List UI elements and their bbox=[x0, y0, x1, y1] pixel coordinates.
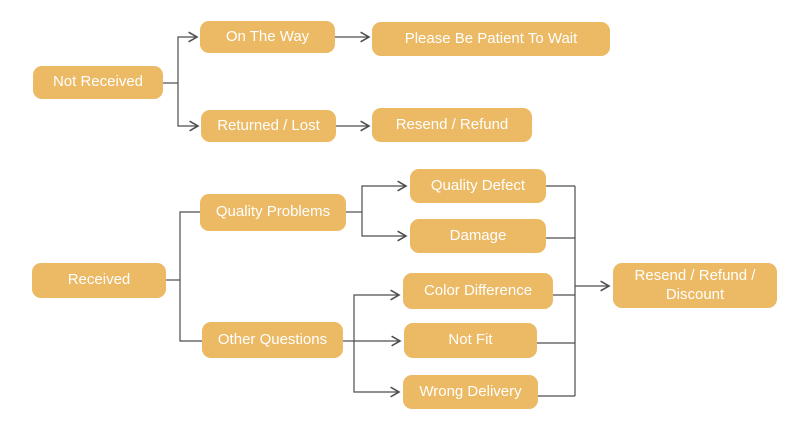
node-quality-problems: Quality Problems bbox=[200, 194, 346, 231]
node-quality-defect: Quality Defect bbox=[410, 169, 546, 203]
connector-received-to-other-questions bbox=[179, 280, 202, 342]
node-label: Damage bbox=[449, 226, 507, 244]
node-received: Received bbox=[32, 263, 166, 298]
node-resend-refund-discount: Resend / Refund / Discount bbox=[613, 263, 777, 308]
node-label: Quality Defect bbox=[430, 176, 526, 194]
node-resend-refund: Resend / Refund bbox=[372, 108, 532, 142]
node-other-questions: Other Questions bbox=[202, 322, 343, 358]
node-label: Not Fit bbox=[448, 331, 493, 349]
node-label: On The Way bbox=[225, 27, 310, 45]
node-label: Returned / Lost bbox=[217, 116, 320, 134]
node-on-the-way: On The Way bbox=[200, 21, 335, 53]
node-not-received: Not Received bbox=[33, 66, 163, 99]
connector-quality-problems-to-damage bbox=[361, 212, 408, 242]
connector-other-questions-to-wrong-delivery bbox=[353, 341, 401, 398]
node-label: Please Be Patient To Wait bbox=[404, 29, 578, 47]
node-label: Received bbox=[67, 271, 131, 289]
node-label: Wrong Delivery bbox=[419, 382, 522, 400]
node-wrong-delivery: Wrong Delivery bbox=[403, 375, 538, 409]
node-label: Resend / Refund / Discount bbox=[634, 266, 756, 303]
node-label: Other Questions bbox=[217, 330, 328, 348]
node-label: Quality Problems bbox=[215, 203, 331, 221]
connector-not-received-to-on-the-way bbox=[177, 31, 199, 83]
node-label: Not Received bbox=[52, 73, 144, 91]
connector-quality-problems-to-quality-defect bbox=[361, 180, 408, 212]
node-please-be-patient: Please Be Patient To Wait bbox=[372, 22, 610, 56]
connector-other-questions-to-color-difference bbox=[353, 289, 401, 341]
connector-not-received-to-returned-lost bbox=[177, 83, 200, 132]
node-damage: Damage bbox=[410, 219, 546, 253]
connector-received-to-quality-problems bbox=[179, 211, 200, 280]
node-returned-lost: Returned / Lost bbox=[201, 110, 336, 142]
node-label: Color Difference bbox=[423, 281, 533, 299]
node-not-fit: Not Fit bbox=[404, 323, 537, 358]
node-color-difference: Color Difference bbox=[403, 273, 553, 309]
node-label: Resend / Refund bbox=[395, 115, 509, 133]
